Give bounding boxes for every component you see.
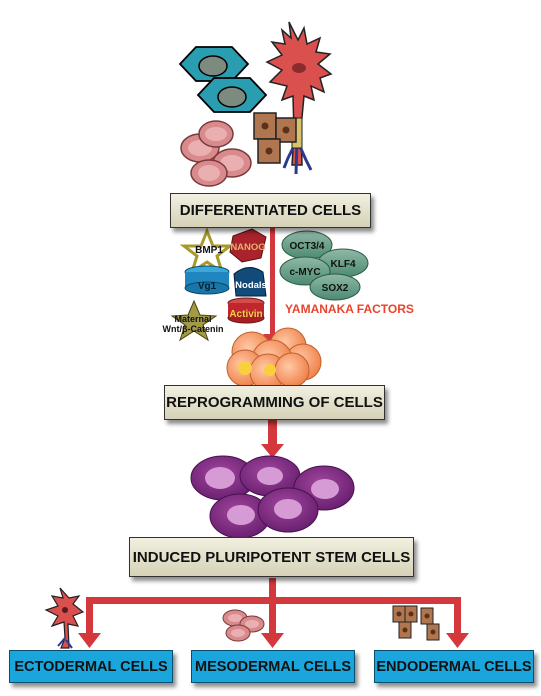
reprogramming-box: REPROGRAMMING OF CELLS bbox=[164, 385, 385, 420]
reprogramming-cells bbox=[226, 327, 322, 391]
nanog-label: NANOG bbox=[230, 242, 265, 253]
epithelial-cells bbox=[253, 112, 297, 164]
mesodermal-box: MESODERMAL CELLS bbox=[191, 650, 355, 683]
vg1-cylinder: Vg1 bbox=[184, 265, 230, 295]
yamanaka-title: YAMANAKA FACTORS bbox=[285, 302, 414, 316]
endodermal-label: ENDODERMAL CELLS bbox=[376, 658, 532, 675]
oct-label: OCT3/4 bbox=[289, 241, 324, 252]
activin-cylinder: Activin bbox=[227, 297, 265, 324]
endoderm-cells bbox=[392, 605, 440, 641]
activin-label: Activin bbox=[229, 309, 262, 320]
arrows bbox=[78, 228, 469, 648]
nodals-shape: Nodals bbox=[233, 267, 267, 297]
ipsc-cells bbox=[190, 455, 355, 539]
ipsc-box: INDUCED PLURIPOTENT STEM CELLS bbox=[129, 537, 414, 577]
mesodermal-label: MESODERMAL CELLS bbox=[194, 658, 352, 675]
mesoderm-blood-cells bbox=[222, 609, 265, 642]
sox2-label: SOX2 bbox=[322, 283, 349, 294]
yamanaka-factors: OCT3/4 KLF4 c-MYC SOX2 YAMANAKA FACTORS bbox=[279, 230, 414, 316]
differentiated-cells-box: DIFFERENTIATED CELLS bbox=[170, 193, 371, 228]
hexagon-cells bbox=[178, 46, 268, 113]
ectoderm-neuron bbox=[44, 587, 85, 649]
ectodermal-label: ECTODERMAL CELLS bbox=[14, 658, 168, 675]
reprogramming-label: REPROGRAMMING OF CELLS bbox=[166, 394, 383, 411]
nanog-shape: NANOG bbox=[229, 228, 267, 263]
blood-cells bbox=[180, 120, 252, 187]
nodals-label: Nodals bbox=[235, 280, 267, 291]
differentiated-cells-label: DIFFERENTIATED CELLS bbox=[179, 202, 362, 219]
bmp1-label: BMP1 bbox=[195, 245, 223, 256]
maternal-label-line2: Wnt/β-Catenin bbox=[163, 324, 224, 334]
cmyc-label: c-MYC bbox=[289, 267, 320, 278]
bmp1-star: BMP1 bbox=[179, 226, 235, 276]
maternal-label-line1: Maternal bbox=[174, 314, 211, 324]
ectodermal-box: ECTODERMAL CELLS bbox=[9, 650, 173, 683]
klf4-label: KLF4 bbox=[331, 259, 356, 270]
vg1-label: Vg1 bbox=[198, 281, 217, 292]
maternal-star: Maternal Wnt/β-Catenin bbox=[163, 299, 224, 342]
endodermal-box: ENDODERMAL CELLS bbox=[374, 650, 534, 683]
ipsc-label: INDUCED PLURIPOTENT STEM CELLS bbox=[132, 548, 411, 566]
